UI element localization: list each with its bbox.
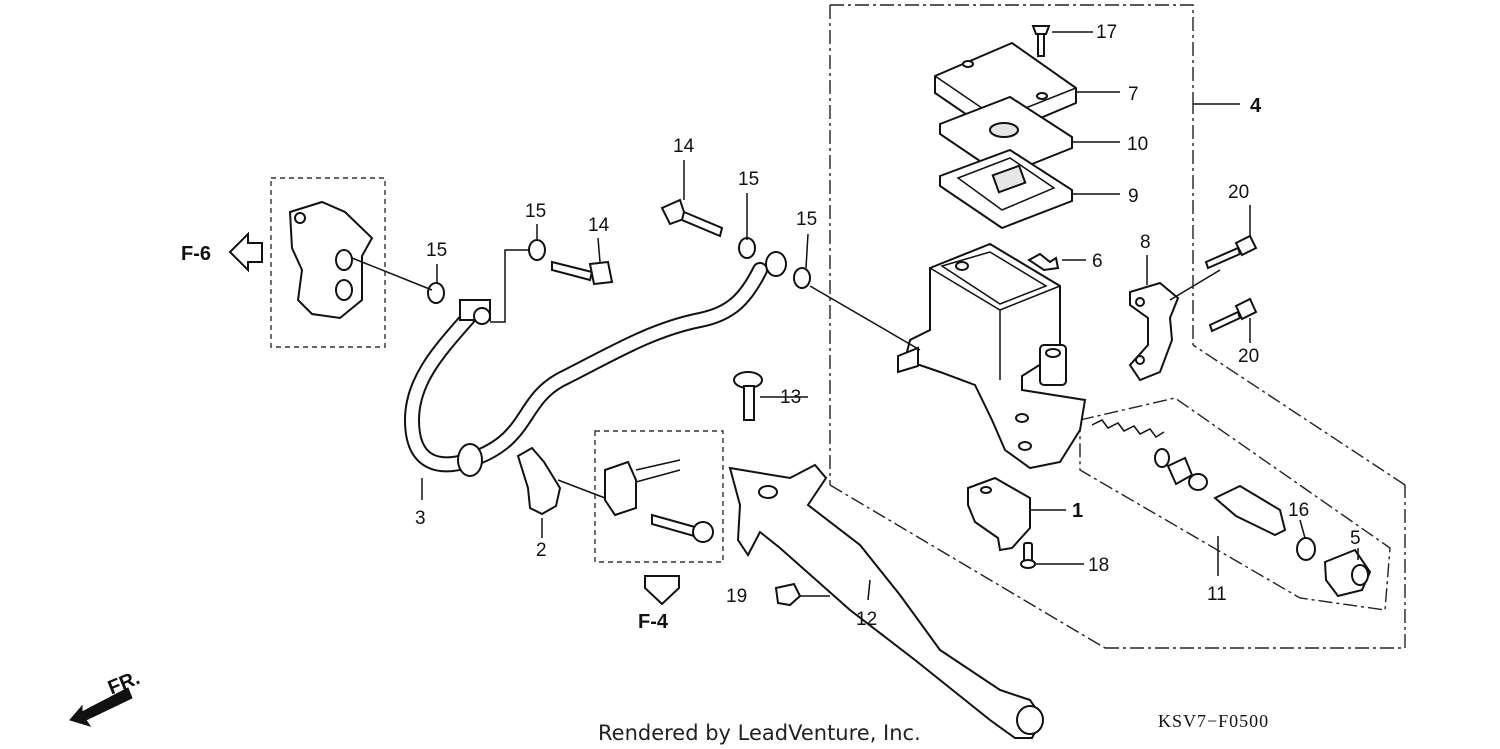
diaphragm (939, 148, 1073, 230)
handlebar-clamp (1128, 281, 1180, 382)
sealing-washer (793, 267, 811, 289)
brake-caliper (288, 200, 374, 320)
callout-15-d: 15 (426, 240, 447, 261)
switch-screw (1020, 542, 1036, 569)
callout-15-c: 15 (525, 201, 546, 222)
diagram-code: KSV7−F0500 (1158, 711, 1269, 731)
callout-7: 7 (1128, 84, 1139, 105)
sealing-washer (427, 282, 445, 304)
sealing-washer (528, 239, 546, 261)
callout-5: 5 (1350, 528, 1361, 549)
switch-detail-box (594, 430, 724, 563)
master-cylinder-body (897, 242, 1087, 470)
kit-11-outline (1079, 397, 1391, 611)
f4-reference-arrow (644, 575, 680, 606)
hose-clamp (516, 446, 562, 516)
front-direction-arrow (69, 687, 133, 727)
brake-light-switch (967, 476, 1031, 552)
callout-15-a: 15 (738, 169, 759, 190)
piston-kit (1091, 419, 1287, 537)
f4-reference-label: F-4 (638, 611, 669, 633)
callout-4: 4 (1250, 95, 1262, 117)
leader-lines (351, 31, 1359, 601)
callout-16: 16 (1288, 500, 1309, 521)
pivot-bolt (733, 371, 763, 421)
clip (1027, 252, 1060, 272)
callout-2: 2 (536, 540, 547, 561)
callout-9: 9 (1128, 186, 1139, 207)
callout-12: 12 (856, 609, 877, 630)
brake-hose (403, 251, 787, 477)
callout-17: 17 (1096, 22, 1117, 43)
banjo-bolt-lower (551, 260, 614, 286)
render-credit: Rendered by LeadVenture, Inc. (598, 721, 921, 745)
f6-reference-arrow (228, 231, 263, 273)
f6-reference-label: F-6 (181, 243, 211, 265)
callout-labels: 17 7 10 9 6 4 20 8 20 1 18 16 5 11 13 19… (415, 22, 1361, 630)
callout-14-upper: 14 (673, 136, 695, 157)
clamp-bolt-upper (1204, 234, 1258, 270)
callout-13: 13 (780, 387, 801, 408)
callout-20-upper: 20 (1228, 182, 1249, 203)
boot (1323, 548, 1372, 598)
sealing-washer (738, 237, 756, 259)
caliper-detail-box (270, 177, 386, 348)
callout-1: 1 (1072, 500, 1083, 522)
pivot-nut (774, 582, 802, 607)
callout-18: 18 (1088, 555, 1109, 576)
callout-11: 11 (1207, 584, 1227, 605)
callout-10: 10 (1127, 134, 1148, 155)
callout-15-b: 15 (796, 209, 817, 230)
callout-8: 8 (1140, 232, 1151, 253)
banjo-bolt-upper (660, 198, 724, 238)
callout-20-lower: 20 (1238, 346, 1259, 367)
front-direction-label: FR. (105, 667, 143, 699)
assembly-4-outline (829, 4, 1406, 649)
callout-14-lower: 14 (588, 215, 610, 236)
callout-19: 19 (726, 586, 747, 607)
callout-6: 6 (1092, 251, 1103, 272)
callout-3: 3 (415, 508, 426, 529)
switch-detail (604, 459, 714, 543)
clamp-bolt-lower (1208, 297, 1258, 333)
brake-lever (728, 463, 1044, 739)
circlip (1296, 537, 1316, 561)
diaphragm-plate (939, 95, 1073, 178)
cap-screw (1031, 25, 1051, 57)
